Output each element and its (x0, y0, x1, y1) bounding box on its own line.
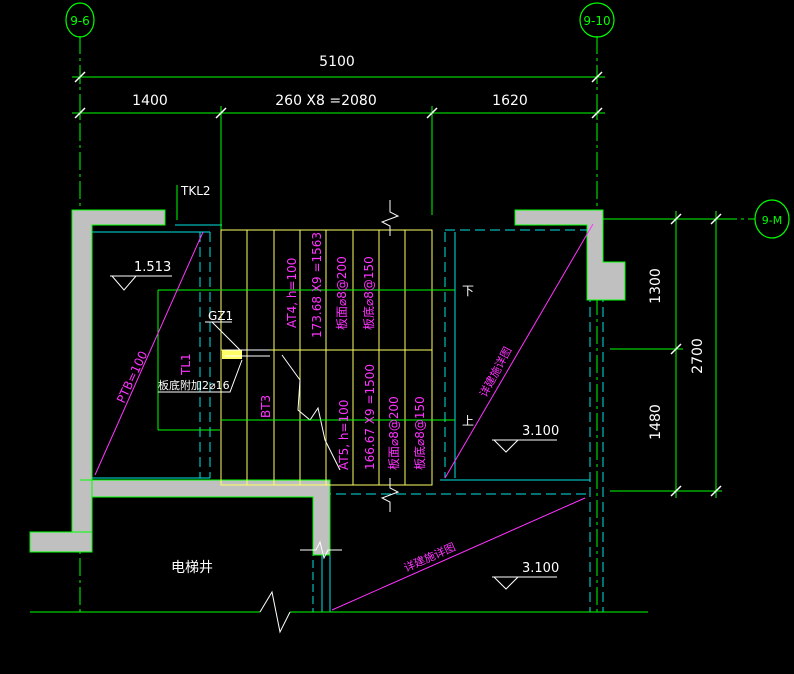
label-at5-top-rebar: 板面⌀8@200 (387, 396, 401, 470)
svg-text:9-6: 9-6 (70, 14, 90, 28)
dim-seg2: 260 X8 =2080 (275, 93, 376, 109)
dim-v-upper: 1300 (648, 268, 664, 304)
label-at5-bottom-rebar: 板底⌀8@150 (412, 396, 427, 470)
dim-v-total: 2700 (690, 338, 706, 374)
elevation-marker-right-upper (492, 439, 557, 453)
dimension-lines-vertical (610, 211, 722, 498)
wall-right (514, 209, 626, 301)
elevation-label-left: 1.513 (134, 260, 171, 275)
dim-seg1: 1400 (132, 93, 168, 109)
svg-text:9-10: 9-10 (583, 14, 610, 28)
elevation-label-right-upper: 3.100 (522, 424, 559, 439)
elevation-marker-left (110, 275, 172, 291)
label-detail-lower: 详建施详图 (402, 540, 458, 575)
arrow-label-up: 下 (462, 284, 474, 298)
label-at5: AT5, h=100 (337, 400, 351, 470)
direction-arrows (221, 289, 455, 421)
label-ptb: PTB=100 (114, 349, 150, 405)
wall-elevator-shaft (80, 479, 331, 556)
axis-bubble-9-10: 9-10 (579, 2, 615, 38)
arrow-label-down: 上 (462, 414, 474, 428)
label-at4-steps: 173.68 X9 =1563 (310, 232, 324, 338)
dim-seg3: 1620 (492, 93, 528, 109)
label-elevator-shaft: 电梯井 (171, 560, 213, 576)
label-at4-top-rebar: 板面⌀8@200 (335, 256, 349, 330)
walls (29, 209, 626, 556)
stair-flights (220, 229, 433, 486)
rebar-note-leader (158, 359, 243, 393)
label-rebar-note: 板底附加2⌀16 (158, 378, 230, 392)
dimension-lines-horizontal (72, 70, 605, 215)
axis-bubble-9-M: 9-M (754, 199, 790, 239)
dimension-ticks-horizontal (74, 71, 603, 119)
grid-lines (79, 36, 755, 612)
dimension-ticks-vertical (670, 213, 722, 497)
label-at4-bottom-rebar: 板底⌀8@150 (361, 256, 376, 330)
column-marks (300, 540, 342, 560)
elevation-marker-right-lower (492, 576, 557, 590)
dim-total-width: 5100 (319, 54, 355, 70)
dim-v-lower: 1480 (648, 404, 664, 440)
diagonal-lines (94, 223, 594, 611)
gz1-leader (205, 321, 241, 351)
label-bt3: BT3 (259, 395, 273, 418)
label-tl1: TL1 (179, 353, 193, 376)
elevation-label-right-lower: 3.100 (522, 561, 559, 576)
svg-text:9-M: 9-M (762, 214, 782, 227)
axis-bubble-9-6: 9-6 (65, 2, 95, 38)
label-tkl2: TKL2 (180, 184, 211, 198)
wall-left-bottom (29, 531, 93, 553)
label-at5-steps: 166.67 X9 =1500 (363, 364, 377, 470)
label-at4: AT4, h=100 (285, 258, 299, 328)
label-gz1: GZ1 (208, 309, 233, 323)
